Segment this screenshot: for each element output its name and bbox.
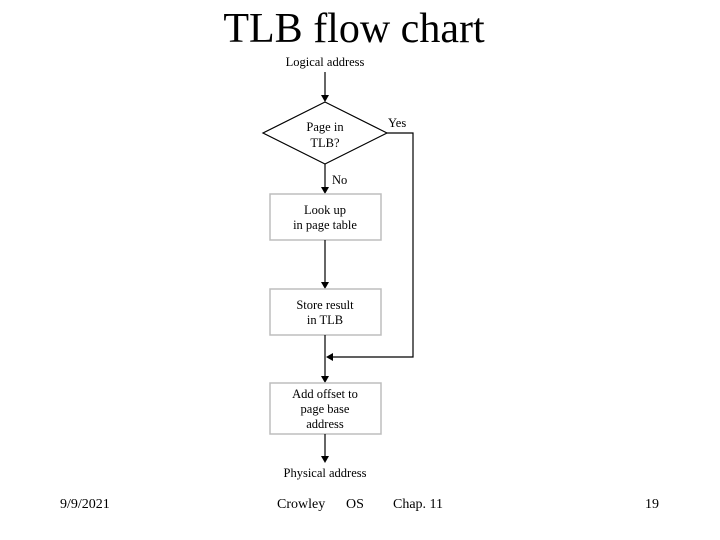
footer-date: 9/9/2021 [60,497,110,512]
footer-course: OS [346,497,364,512]
arrowhead-lookup [321,187,329,194]
logical-address-label: Logical address [286,55,365,69]
decision-line-1: Page in [306,120,344,134]
lookup-page-table-box [269,193,382,241]
arrowhead-yes-path [326,353,333,361]
footer-author: Crowley [277,497,326,512]
offset-line-2: page base [301,402,350,416]
arrowhead-store [321,282,329,289]
slide-title: TLB flow chart [223,6,485,52]
arrowhead-offset [321,376,329,383]
arrowhead-decision [321,95,329,102]
footer-chapter: Chap. 11 [393,497,444,512]
footer-page-number: 19 [645,497,659,512]
decision-line-2: TLB? [310,136,340,150]
no-label: No [332,173,347,187]
offset-line-1: Add offset to [292,387,358,401]
arrowhead-end [321,456,329,463]
lookup-line-1: Look up [304,203,346,217]
store-result-box [269,288,382,336]
store-line-1: Store result [296,298,354,312]
lookup-line-2: in page table [293,218,357,232]
add-offset-box [269,382,382,435]
yes-label: Yes [388,116,406,130]
store-line-2: in TLB [307,313,343,327]
offset-line-3: address [306,417,344,431]
yes-path-line [330,132,414,358]
physical-address-label: Physical address [284,466,367,480]
